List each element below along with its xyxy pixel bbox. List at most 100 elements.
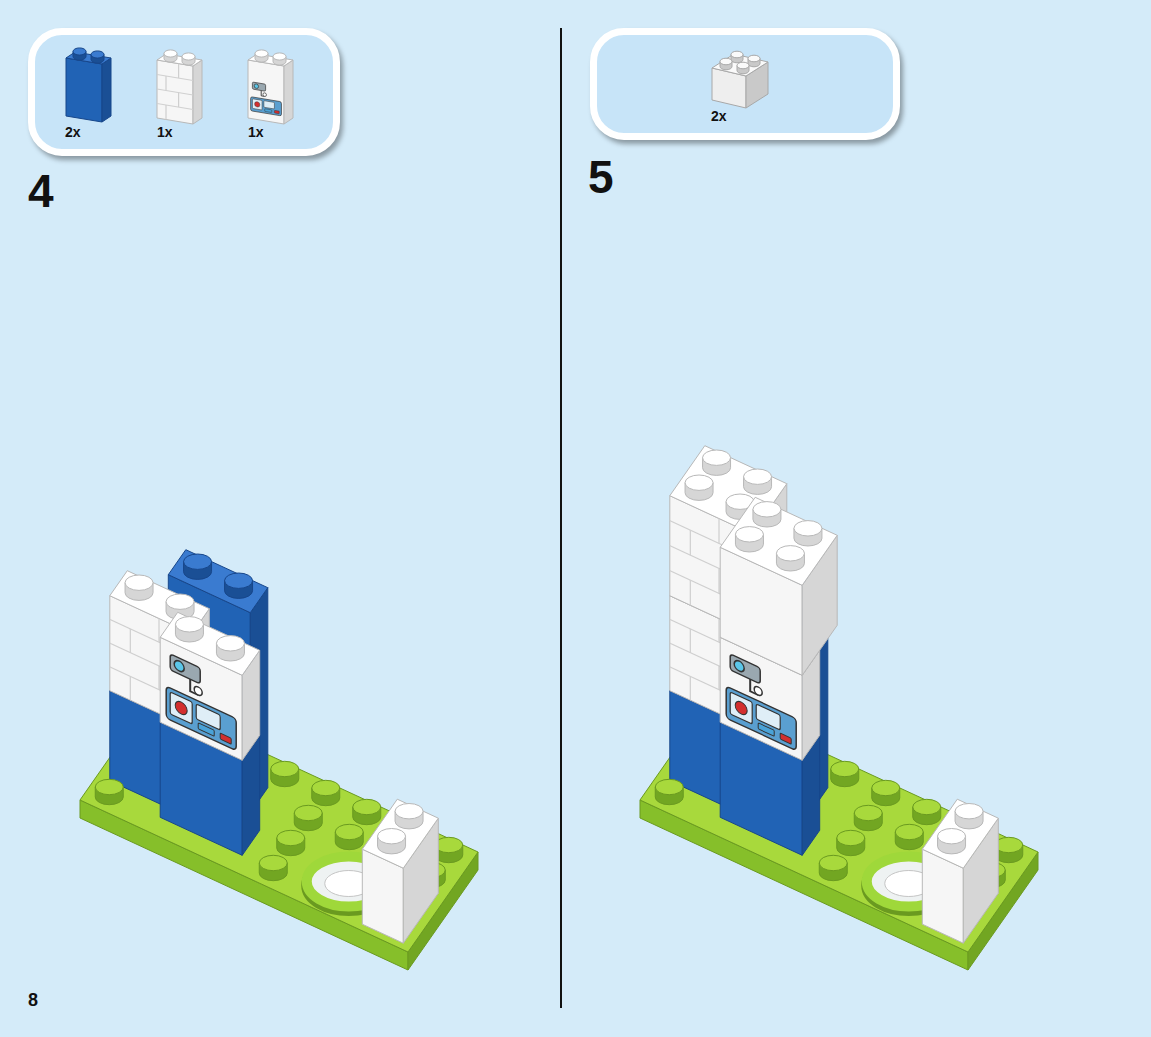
camera-joint xyxy=(263,93,267,97)
part-quantity: 2x xyxy=(65,124,81,140)
stud-top xyxy=(273,53,286,60)
stud-top xyxy=(955,804,983,819)
stud-top xyxy=(312,780,340,795)
stud-top xyxy=(753,502,781,517)
mortar-line xyxy=(178,64,179,79)
mortar-line xyxy=(718,569,719,594)
mortar-line xyxy=(690,580,691,605)
mortar-line xyxy=(157,104,193,110)
stud-top xyxy=(872,780,900,795)
mortar-line xyxy=(690,676,691,700)
stud-top xyxy=(184,554,212,569)
step-number: 5 xyxy=(588,154,614,200)
mortar-line xyxy=(158,666,159,690)
mortar-line xyxy=(718,619,719,643)
stud-top xyxy=(819,855,847,870)
camera-joint xyxy=(754,685,762,697)
mortar-line xyxy=(690,629,691,653)
stud-top xyxy=(294,805,322,820)
brick-front xyxy=(720,722,802,855)
stud-top xyxy=(164,50,177,57)
stud-top xyxy=(748,55,760,62)
mortar-line xyxy=(718,519,719,544)
alarm-button xyxy=(255,101,260,107)
mortar-line xyxy=(130,629,131,653)
mortar-line xyxy=(690,530,691,555)
stud-top xyxy=(378,829,406,844)
stud-top xyxy=(125,575,153,590)
panel-screen xyxy=(170,692,192,724)
brick-top xyxy=(922,799,998,868)
stud-top xyxy=(255,50,268,57)
stud-top xyxy=(73,48,86,55)
panel-screen xyxy=(264,101,275,109)
camera-body xyxy=(170,654,200,684)
stud-top xyxy=(175,617,203,632)
stud-top xyxy=(744,469,772,484)
part-group xyxy=(712,51,768,108)
part-group xyxy=(66,48,293,124)
camera-lens xyxy=(734,659,744,674)
mortar-line xyxy=(165,76,166,91)
stud-top xyxy=(737,62,749,69)
brick-side xyxy=(102,58,111,122)
part-quantity: 1x xyxy=(157,124,173,140)
brick-top xyxy=(670,446,787,534)
brick-side xyxy=(193,60,202,124)
security-decal xyxy=(166,652,236,750)
parts-callout: 2x 1x 1x xyxy=(28,28,340,156)
step-number: 4 xyxy=(28,168,54,214)
brick-top xyxy=(720,497,837,585)
security-decal xyxy=(251,82,282,116)
panel-light xyxy=(274,110,279,113)
part-pictures xyxy=(597,35,907,147)
brick-front xyxy=(160,722,242,855)
alarm-button xyxy=(175,699,187,717)
stud-top xyxy=(703,450,731,465)
mortar-line xyxy=(157,75,193,81)
panel-light xyxy=(220,733,231,744)
part-quantity: 1x xyxy=(248,124,264,140)
stud-top xyxy=(216,636,244,651)
alarm-button xyxy=(735,699,747,717)
control-panel xyxy=(251,97,282,116)
camera-joint xyxy=(194,685,202,697)
stud-top xyxy=(837,830,865,845)
camera-lens xyxy=(174,659,184,674)
panel-light xyxy=(758,723,774,736)
stud-top xyxy=(831,761,859,776)
parts-callout: 2x xyxy=(590,28,900,140)
part-quantity: 2x xyxy=(711,108,727,124)
stud-top xyxy=(435,837,463,852)
stud-top xyxy=(776,546,804,561)
stud-top xyxy=(395,804,423,819)
camera-lens xyxy=(254,84,258,89)
stud-top xyxy=(913,799,941,814)
brick-front xyxy=(157,60,193,124)
mortar-line xyxy=(130,676,131,700)
brick-texture xyxy=(157,60,193,124)
divider-line xyxy=(560,28,562,1008)
camera-body xyxy=(730,654,760,684)
stud-top xyxy=(720,58,732,65)
stud-top xyxy=(225,573,253,588)
stud-top xyxy=(854,805,882,820)
panel-light xyxy=(198,723,214,736)
stud-top xyxy=(271,761,299,776)
stud-top xyxy=(91,51,104,58)
stud-top xyxy=(731,51,743,58)
stud-top xyxy=(938,829,966,844)
part-pictures xyxy=(35,35,347,163)
mortar-line xyxy=(157,89,193,95)
mortar-line xyxy=(165,105,166,120)
stud-top xyxy=(895,824,923,839)
stud-top xyxy=(995,837,1023,852)
stud-top xyxy=(277,830,305,845)
build-step-model xyxy=(640,446,1038,970)
panel-light xyxy=(780,733,791,744)
mortar-line xyxy=(178,93,179,108)
brick-top xyxy=(362,799,438,868)
stud-top xyxy=(794,521,822,536)
camera-body xyxy=(252,82,265,91)
